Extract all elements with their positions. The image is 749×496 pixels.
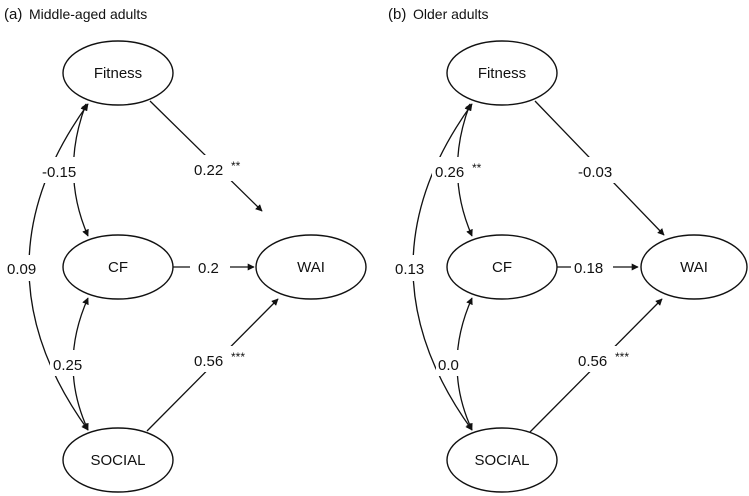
coef-fitness-cf: -0.15 xyxy=(42,164,76,181)
stars-social-wai: *** xyxy=(615,350,629,364)
coef-fitness-wai: 0.22 xyxy=(194,162,223,179)
node-social-label: SOCIAL xyxy=(90,452,145,469)
coef-social-wai: 0.56 xyxy=(194,353,223,370)
coef-fitness-wai: -0.03 xyxy=(578,164,612,181)
node-wai-label: WAI xyxy=(297,259,325,276)
node-cf-label: CF xyxy=(492,259,512,276)
node-fitness-label: Fitness xyxy=(94,65,142,82)
node-fitness xyxy=(62,40,174,106)
coef-cf-social: 0.0 xyxy=(438,357,459,374)
coef-cf-wai: 0.2 xyxy=(198,260,219,277)
stars-social-wai: *** xyxy=(231,350,245,364)
coef-cf-social: 0.25 xyxy=(53,357,82,374)
coef-cf-wai: 0.18 xyxy=(574,260,603,277)
node-cf-label: CF xyxy=(108,259,128,276)
coef-social-wai: 0.56 xyxy=(578,353,607,370)
node-fitness xyxy=(446,40,558,106)
stars-fitness-cf: ** xyxy=(472,161,482,175)
node-wai-label: WAI xyxy=(680,259,708,276)
coef-fitness-cf: 0.26 xyxy=(435,164,464,181)
node-social xyxy=(62,427,174,493)
node-wai xyxy=(640,234,748,300)
node-social-label: SOCIAL xyxy=(474,452,529,469)
panel-a-label: (a) xyxy=(4,6,22,23)
panel-middle-aged: (a) Middle-aged adults 0.22 ** 0.2 0.56 … xyxy=(4,6,367,493)
panel-b-label: (b) xyxy=(388,6,406,23)
node-social xyxy=(446,427,558,493)
stars-fitness-wai: ** xyxy=(231,159,241,173)
panel-older: (b) Older adults -0.03 0.18 0.56 *** 0.2… xyxy=(388,6,748,493)
panel-a-title: Middle-aged adults xyxy=(29,6,147,22)
node-fitness-label: Fitness xyxy=(478,65,526,82)
node-cf xyxy=(446,234,558,300)
coef-fitness-social: 0.13 xyxy=(395,261,424,278)
node-cf xyxy=(62,234,174,300)
panel-b-title: Older adults xyxy=(413,6,488,22)
node-wai xyxy=(255,234,367,300)
coef-fitness-social: 0.09 xyxy=(7,261,36,278)
